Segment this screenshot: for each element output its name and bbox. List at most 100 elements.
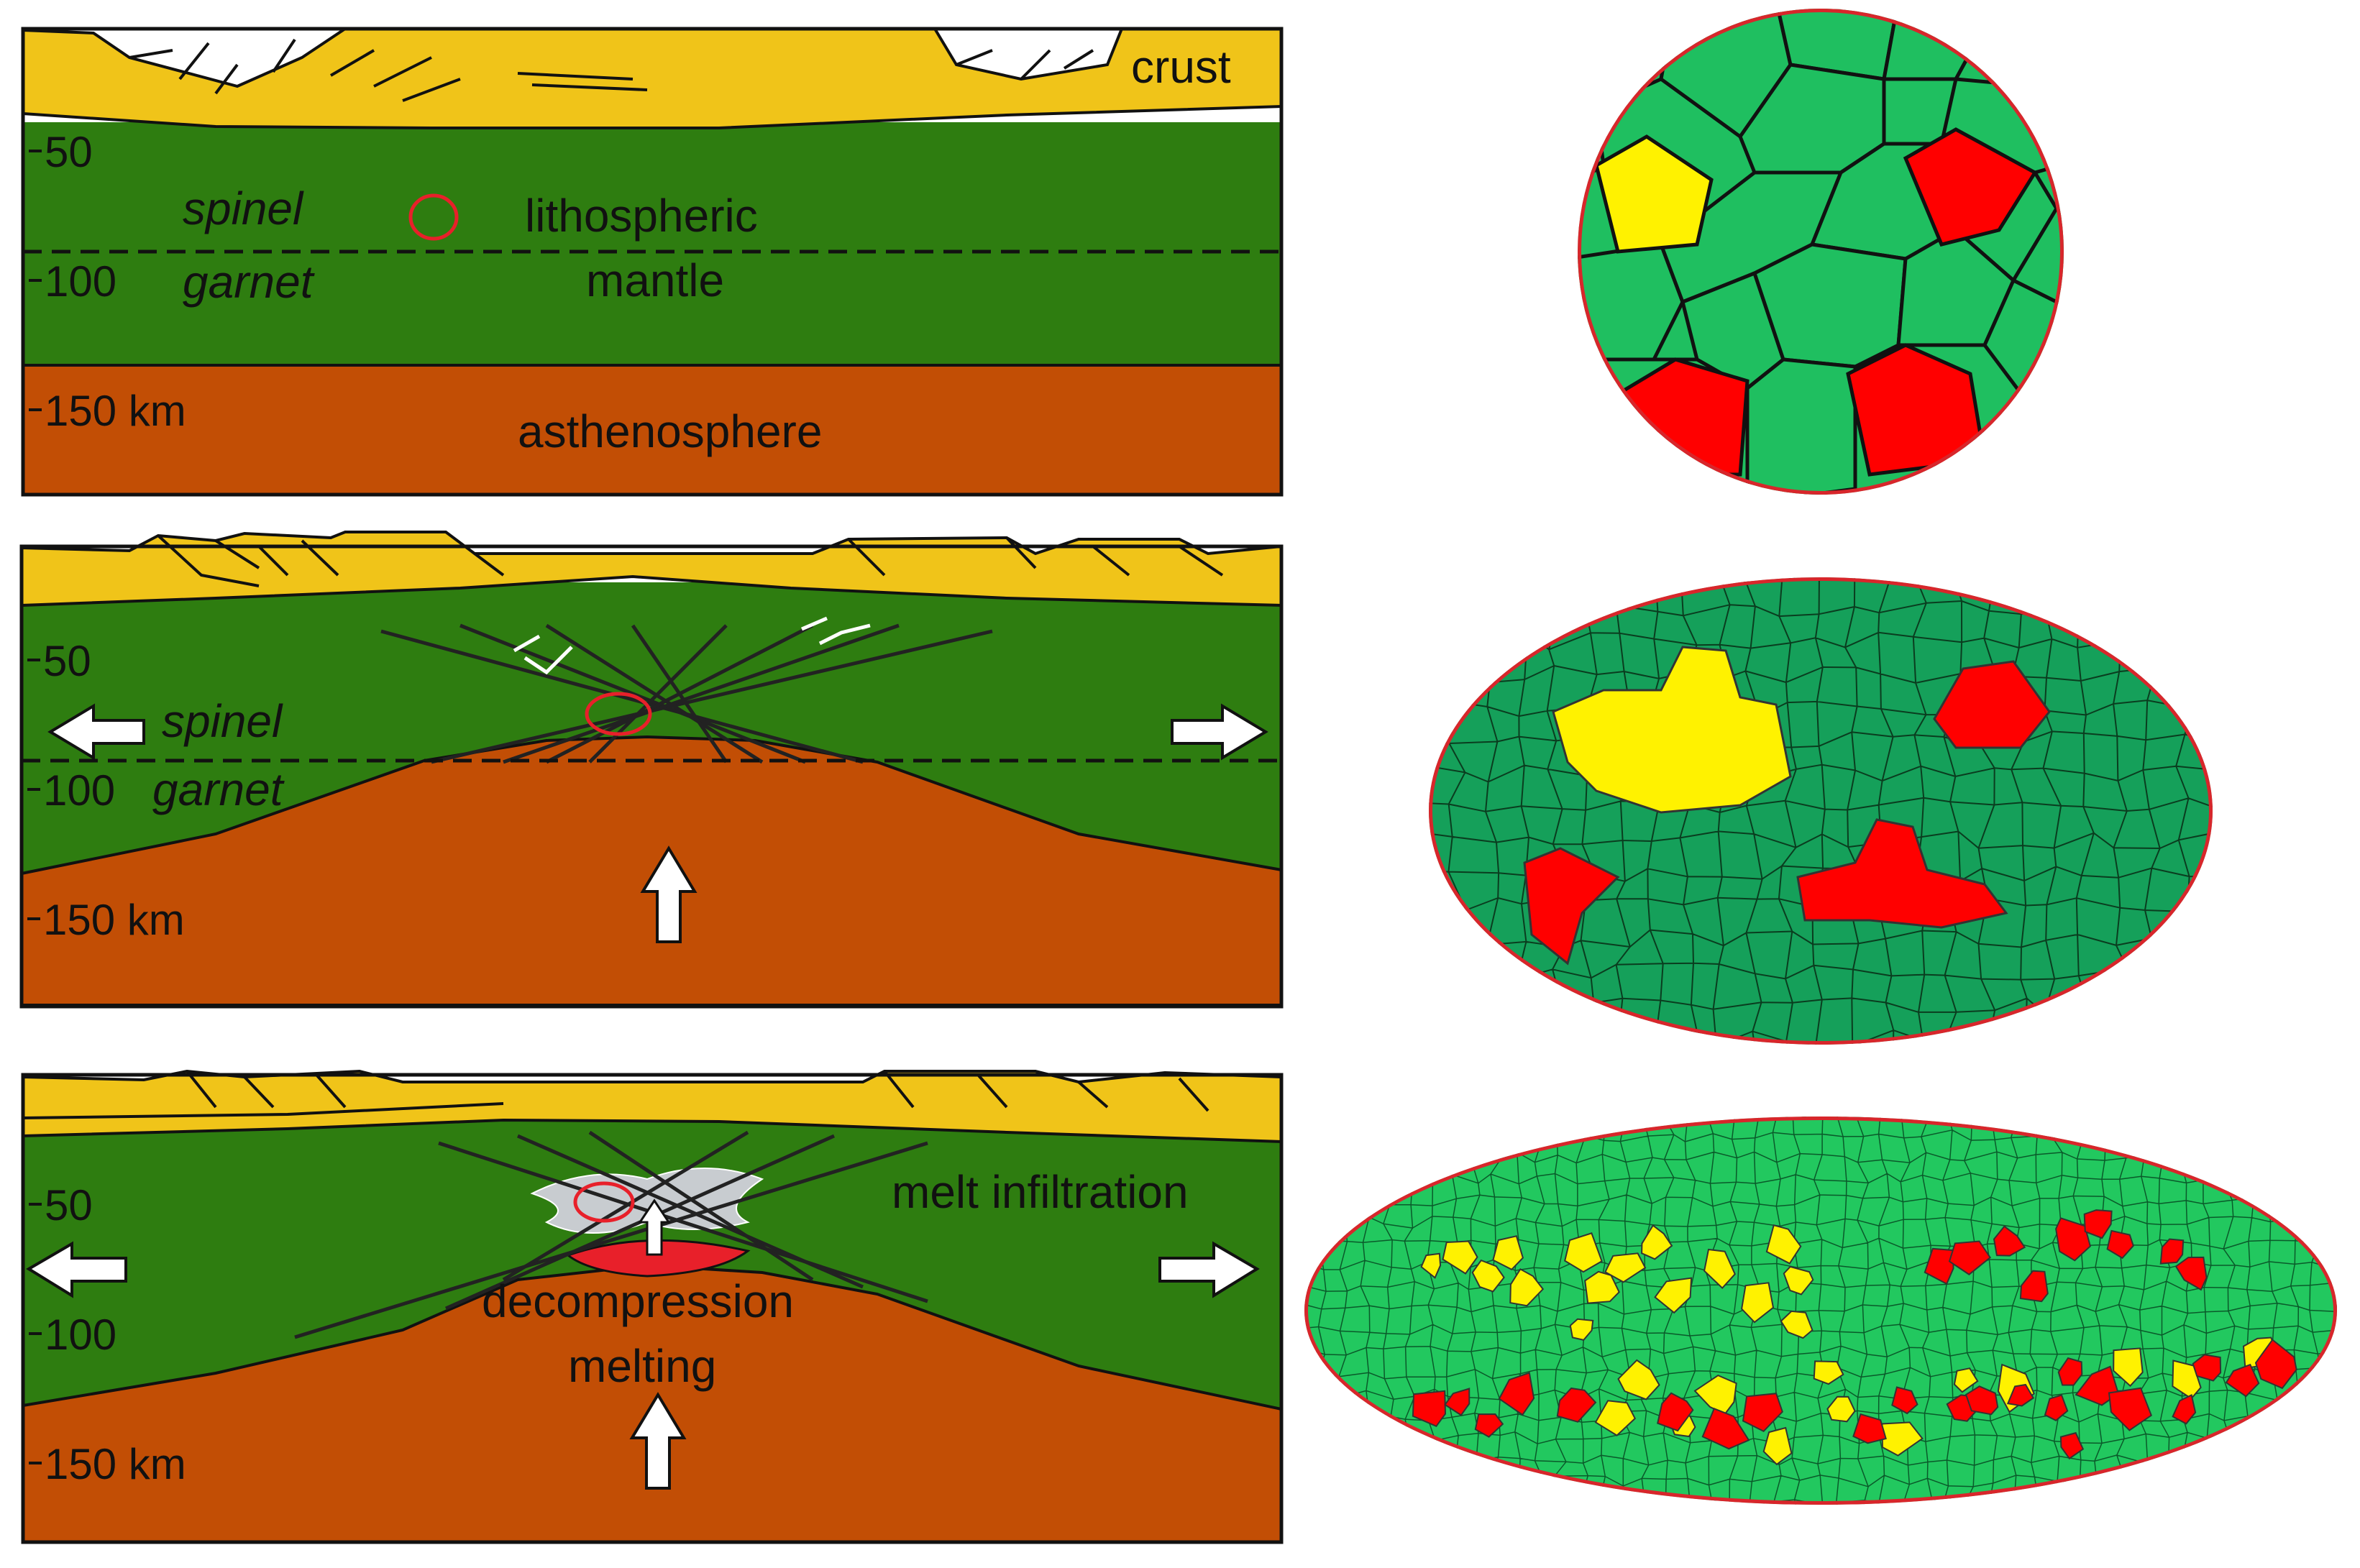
grain-red — [1933, 660, 2051, 749]
spinel-label: spinel — [162, 695, 283, 747]
sample-location-icon — [573, 1181, 635, 1223]
lithospheric-mantle-layer — [23, 122, 1281, 367]
grain-texture-ellipse-bottom — [1304, 1117, 2337, 1505]
spinel-label: spinel — [183, 183, 304, 234]
grain-red — [2192, 1354, 2222, 1382]
crust-label: crust — [1131, 41, 1231, 93]
grain-yellow — [1741, 1282, 1775, 1324]
grain-red — [1948, 1240, 1992, 1275]
asthenosphere-layer — [23, 365, 1281, 495]
grain-yellow — [1783, 1265, 1814, 1296]
depth-50-label: 50 — [45, 1181, 93, 1229]
grain-yellow — [1420, 1252, 1442, 1279]
shear-sense-icon — [513, 634, 573, 675]
arrow-up-icon — [638, 1198, 671, 1256]
grain-yellow — [1569, 1318, 1594, 1342]
grain-red — [2254, 1339, 2297, 1390]
depth-100-label: 100 — [45, 1311, 116, 1359]
grain-red — [2159, 1238, 2185, 1265]
grain-red — [2172, 1394, 2197, 1425]
grain-red — [1474, 1413, 1504, 1438]
arrow-left-icon — [26, 1241, 127, 1298]
depth-150-label: 150 km — [45, 387, 186, 435]
grain-yellow — [1765, 1224, 1802, 1265]
grain-yellow — [1780, 1310, 1814, 1339]
grain-red — [1993, 1225, 2026, 1257]
arrow-left-icon — [47, 703, 145, 761]
grain-red — [1903, 127, 2038, 247]
grain-red — [2225, 1363, 2260, 1398]
grain-red — [2106, 1229, 2134, 1260]
grain-red — [1742, 1393, 1783, 1433]
shear-sense-icon — [801, 616, 871, 646]
grain-yellow — [1953, 1367, 1979, 1393]
depth-150-label: 150 km — [45, 1440, 186, 1488]
section-panel-3: 50 100 150 km melt infiltration decompre… — [21, 1069, 1284, 1544]
grain-yellow — [1442, 1240, 1478, 1275]
grain-red — [2083, 1209, 2113, 1239]
grain-red — [1523, 847, 1620, 966]
grain-red — [1796, 818, 2008, 929]
fault-network — [380, 623, 993, 764]
grain-yellow — [1617, 1359, 1660, 1400]
grain-red — [2108, 1387, 2153, 1431]
grain-yellow — [1594, 134, 1714, 254]
grain-yellow — [1492, 1235, 1524, 1271]
fault-network — [294, 1130, 928, 1339]
depth-100-label: 100 — [43, 766, 115, 815]
grain-yellow — [1826, 1395, 1856, 1423]
lithospheric-label: lithospheric — [525, 190, 758, 242]
depth-50-label: 50 — [45, 128, 93, 176]
grain-red — [2006, 1383, 2035, 1407]
melting-label: melting — [568, 1340, 716, 1392]
depth-150-label: 150 km — [43, 896, 185, 944]
grain-texture-circle — [1578, 9, 2064, 495]
grain-red — [1965, 1385, 1999, 1416]
grain-red — [2019, 1270, 2049, 1303]
grain-yellow — [1813, 1360, 1844, 1385]
grain-red — [1412, 1390, 1447, 1428]
grain-red — [1498, 1372, 1535, 1416]
crust-layer — [20, 531, 1283, 608]
grain-yellow — [1703, 1248, 1736, 1290]
grain-red — [2075, 1365, 2120, 1406]
decompression-label: decompression — [482, 1275, 794, 1327]
grain-yellow — [1564, 1232, 1603, 1273]
grain-red — [1846, 343, 1987, 477]
grain-yellow — [1654, 1277, 1693, 1314]
grain-yellow — [1509, 1267, 1545, 1307]
grain-yellow — [1641, 1224, 1673, 1260]
grain-red — [1852, 1413, 1887, 1444]
grain-yellow — [1762, 1426, 1793, 1466]
grain-red — [2059, 1431, 2085, 1460]
grain-yellow — [1552, 646, 1792, 814]
section-panel-1: 50 100 150 km crust spinel garnet lithos… — [21, 27, 1284, 497]
grain-red — [1657, 1392, 1694, 1432]
mantle-label: mantle — [586, 255, 724, 306]
grain-red — [2057, 1357, 2083, 1386]
depth-50-label: 50 — [43, 637, 91, 685]
arrow-right-icon — [1171, 703, 1268, 761]
grain-red — [1891, 1386, 1918, 1415]
grain-red — [1701, 1408, 1750, 1450]
depth-100-label: 100 — [45, 257, 116, 306]
grain-yellow — [1471, 1259, 1505, 1293]
grain-red — [2174, 1256, 2208, 1291]
grain-yellow — [1594, 1400, 1637, 1436]
arrow-up-icon — [629, 1392, 687, 1490]
grain-texture-ellipse-middle — [1429, 577, 2213, 1045]
melt-infiltration-label: melt infiltration — [892, 1166, 1189, 1218]
section-panel-2: 50 100 150 km spinel garnet — [19, 531, 1284, 1009]
crust-layer — [22, 27, 1283, 129]
sample-location-icon — [585, 692, 652, 736]
decompression-melt-body — [565, 1239, 751, 1278]
grain-yellow — [1604, 1252, 1647, 1283]
grain-red — [1444, 1388, 1471, 1416]
arrow-up-icon — [640, 845, 698, 943]
arrow-right-icon — [1158, 1241, 1260, 1298]
grain-yellow — [2113, 1347, 2144, 1388]
grain-red — [1556, 1387, 1597, 1423]
grain-red — [2044, 1394, 2069, 1421]
sample-location-icon — [408, 193, 459, 241]
